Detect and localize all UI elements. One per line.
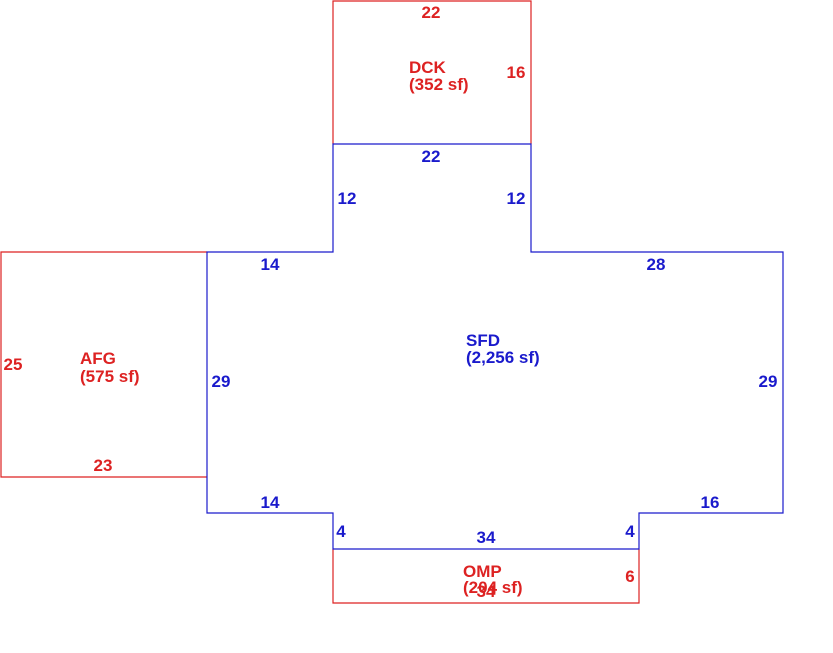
afg-code-label: AFG: [80, 349, 116, 368]
afg-area-label: (575 sf): [80, 367, 140, 386]
sfd-area-label: (2,256 sf): [466, 348, 540, 367]
dck-code-label: DCK: [409, 58, 447, 77]
dim-sfd-left-step-bottom: 14: [261, 493, 280, 512]
afg-outline: [0, 251, 207, 478]
dck-area-label: (352 sf): [409, 75, 469, 94]
dim-sfd-right-step-top: 28: [647, 255, 666, 274]
dim-dck-top: 22: [422, 3, 441, 22]
omp-code-label: OMP: [463, 562, 502, 581]
dim-sfd-top: 22: [422, 147, 441, 166]
dim-sfd-left-step-top: 14: [261, 255, 280, 274]
dim-sfd-upper-left: 12: [338, 189, 357, 208]
sfd-outline: [206, 143, 784, 550]
dim-omp-right: 6: [625, 567, 634, 586]
sfd-code-label: SFD: [466, 331, 500, 350]
omp-outline: [332, 549, 640, 604]
dim-sfd-lower-left: 4: [336, 522, 346, 541]
dim-sfd-bottom: 34: [477, 528, 496, 547]
dim-sfd-right-step-bottom: 16: [701, 493, 720, 512]
dck-outline: [332, 0, 532, 144]
dim-afg-bottom: 23: [94, 456, 113, 475]
dim-sfd-lower-right: 4: [625, 522, 635, 541]
dim-omp-bottom: 34: [477, 582, 496, 601]
omp-area-label: (204 sf): [463, 578, 523, 597]
dim-sfd-left: 29: [212, 372, 231, 391]
dim-afg-left: 25: [4, 355, 23, 374]
dim-dck-right: 16: [507, 63, 526, 82]
dim-sfd-right: 29: [759, 372, 778, 391]
dim-sfd-upper-right: 12: [507, 189, 526, 208]
